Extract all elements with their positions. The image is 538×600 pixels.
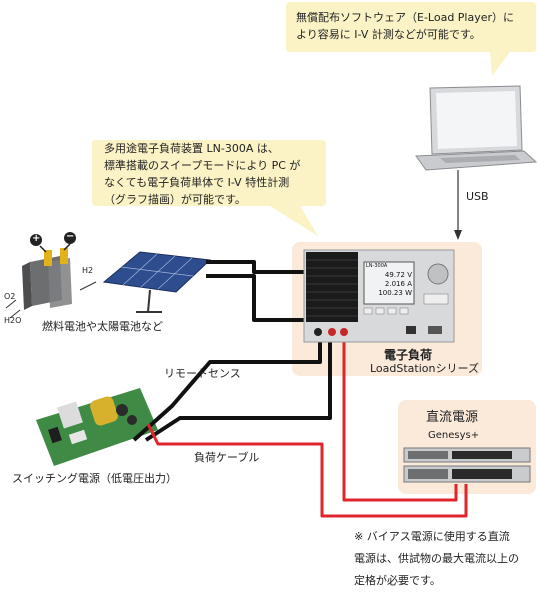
voltage-unit: V	[407, 271, 412, 279]
load-bubble-line-1: 多用途電子負荷装置 LN-300A は、	[104, 142, 279, 155]
power-value: 100.23	[378, 289, 403, 297]
remote-sense-label: リモートセンス	[164, 367, 241, 380]
dc-psu-title: 直流電源	[426, 410, 479, 425]
usb-label: USB	[466, 190, 489, 203]
plus-terminal-label: +	[32, 233, 41, 244]
current-unit: A	[407, 280, 412, 288]
dc-psu-series: Genesys+	[428, 430, 480, 441]
note-line-3: 定格が必要です。	[354, 574, 441, 587]
fuel-cell-icon	[5, 232, 97, 319]
load-bubble-line-4: （グラフ描画）が可能です。	[104, 193, 246, 206]
load-model: LN-300A	[366, 263, 388, 269]
load-screen: LN-300A 49.72 V 2.016 A 100.23 W	[366, 262, 412, 298]
load-cable-return	[144, 334, 332, 442]
software-bubble-line-2: より容易に I-V 計測などが可能です。	[296, 28, 481, 41]
sense-wire	[206, 260, 306, 274]
load-power-reading: 100.23 W	[366, 289, 412, 298]
current-value: 2.016	[384, 280, 405, 288]
load-bubble-line-2: 標準搭載のスイープモードにより PC が	[104, 159, 301, 172]
minus-terminal-label: −	[66, 231, 75, 242]
switching-psu-label: スイッチング電源（低電圧出力）	[12, 472, 177, 485]
usb-arrowhead	[454, 230, 462, 240]
electronic-load-icon	[303, 249, 455, 343]
load-bubble	[92, 140, 326, 236]
software-bubble	[286, 2, 536, 76]
sense-wire-2	[206, 274, 340, 322]
load-bubble-line-3: なくても電子負荷単体で I-V 特性計測	[104, 176, 290, 189]
power-unit: W	[405, 289, 412, 297]
load-cable-label: 負荷ケーブル	[194, 451, 260, 464]
remote-sense-wire	[132, 330, 322, 442]
load-cable-2	[342, 332, 458, 502]
load-voltage-reading: 49.72 V	[366, 271, 412, 280]
switching-psu-icon	[36, 388, 158, 466]
e-load-series: LoadStationシリーズ	[370, 362, 479, 375]
software-bubble-line-1: 無償配布ソフトウェア（E-Load Player）に	[296, 11, 515, 24]
solar-panel-icon	[102, 251, 212, 313]
software-bubble-text: 無償配布ソフトウェア（E-Load Player）に より容易に I-V 計測な…	[296, 9, 514, 43]
dc-power-supply-icon	[403, 447, 531, 483]
note-line-1: ※ バイアス電源に使用する直流	[354, 530, 510, 543]
voltage-value: 49.72	[384, 271, 405, 279]
h2-label: H2	[82, 266, 94, 275]
fuel-cell-label: 燃料電池や太陽電池など	[42, 320, 163, 333]
load-current-reading: 2.016 A	[366, 280, 412, 289]
load-bubble-text: 多用途電子負荷装置 LN-300A は、 標準搭載のスイープモードにより PC …	[104, 140, 300, 208]
bias-supply-note: ※ バイアス電源に使用する直流 電源は、供試物の最大電流以上の 定格が必要です。	[354, 526, 519, 592]
note-line-2: 電源は、供試物の最大電流以上の	[354, 552, 519, 565]
e-load-title: 電子負荷	[384, 348, 433, 362]
laptop-icon	[415, 85, 538, 171]
h2o-label: H2O	[4, 316, 22, 325]
o2-label: O2	[4, 292, 16, 301]
load-cable	[146, 423, 468, 518]
